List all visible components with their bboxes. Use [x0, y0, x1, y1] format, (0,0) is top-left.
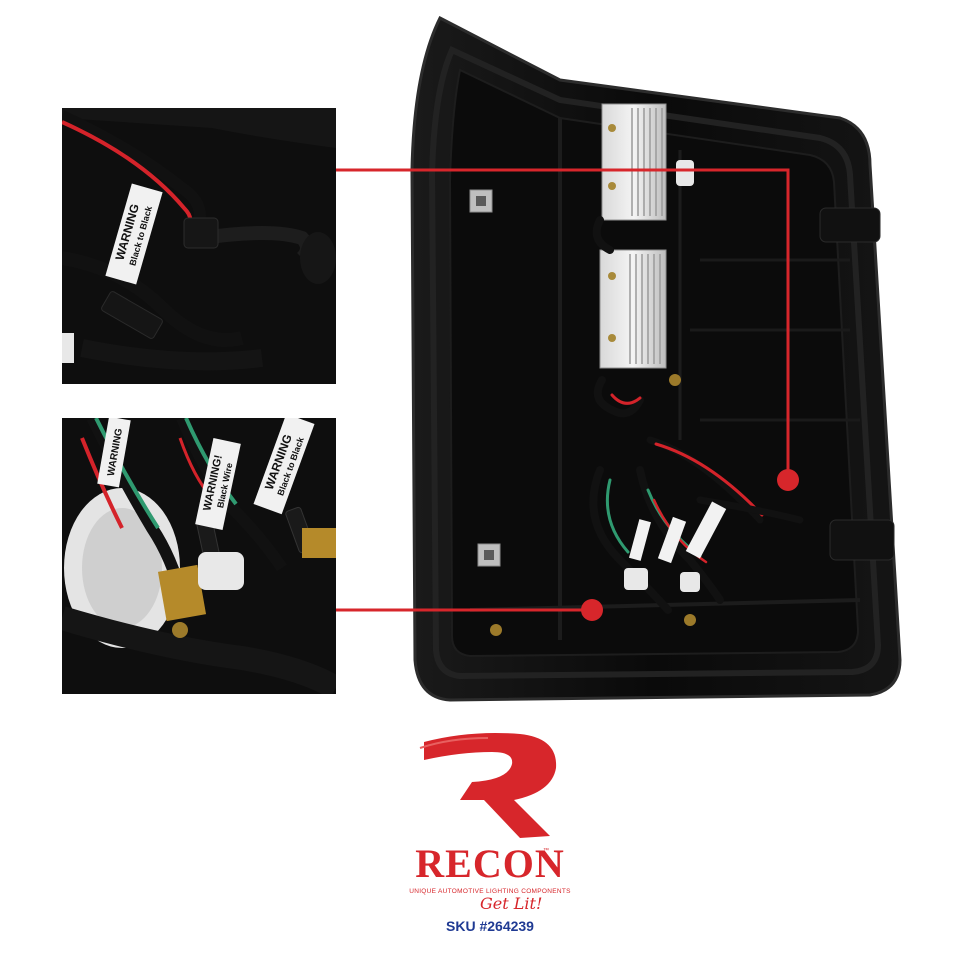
resistor-heatsink-lower — [599, 249, 667, 369]
brand-name: RECON — [415, 841, 565, 886]
recon-r-logo-icon — [419, 733, 557, 838]
brand-tagline: UNIQUE AUTOMOTIVE LIGHTING COMPONENTS — [409, 888, 571, 895]
sku-number: SKU #264239 — [446, 918, 534, 934]
zoom-inset-bottom: WARNING Black to Black WARNING! Black Wi… — [62, 418, 336, 694]
brand-slogan: Get Lit! — [480, 894, 543, 913]
resistor-heatsink-upper — [601, 103, 667, 221]
trademark-symbol: ™ — [543, 848, 549, 854]
zoom-inset-top: WARNING Black to Black — [62, 108, 336, 384]
brand-logo: RECON ™ UNIQUE AUTOMOTIVE LIGHTING COMPO… — [380, 720, 600, 940]
